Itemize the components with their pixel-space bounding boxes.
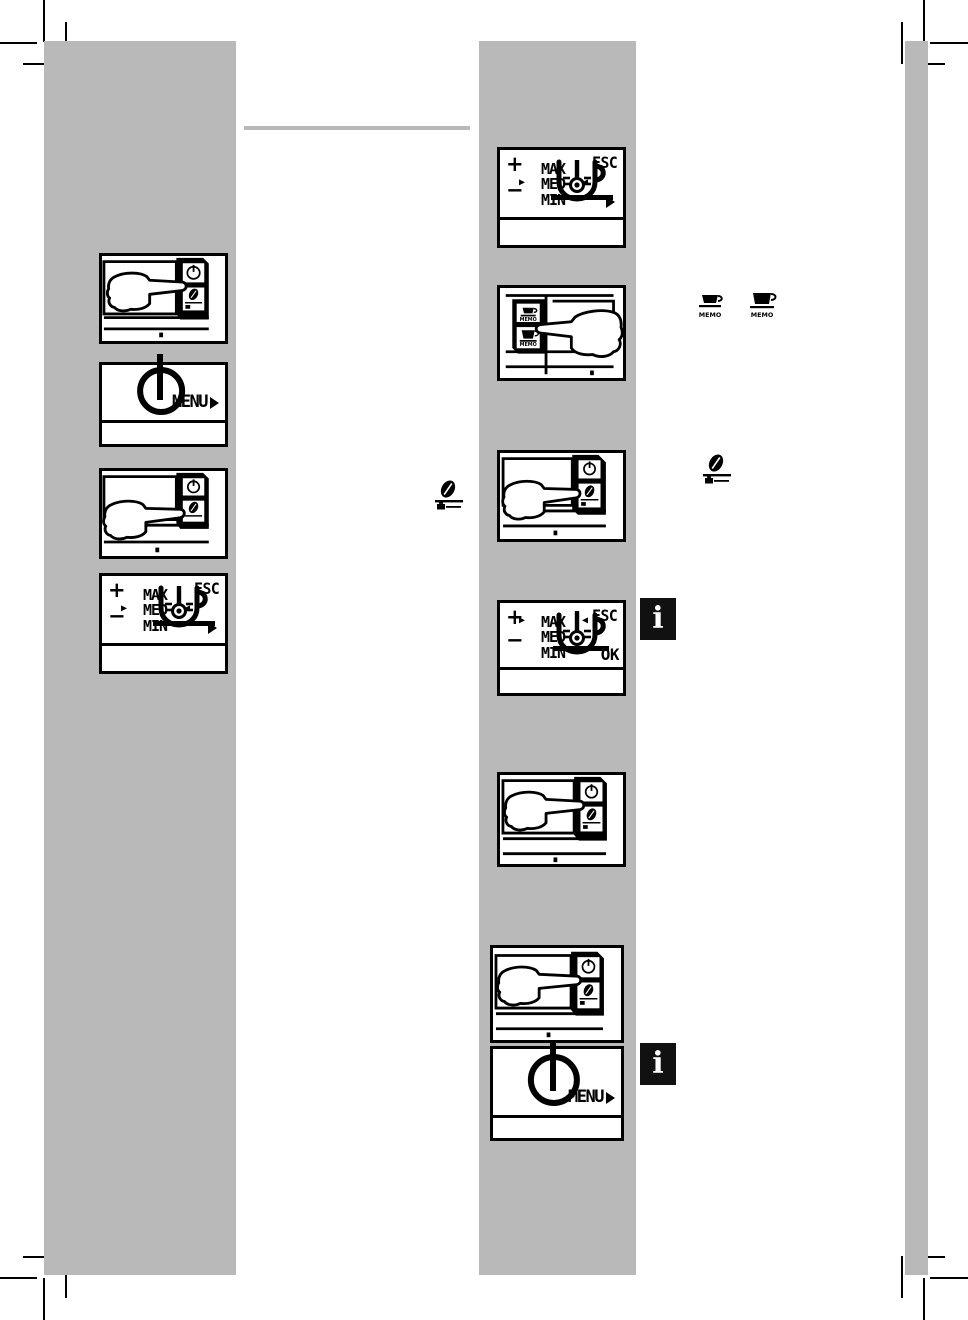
figure-step-3-press-bean <box>99 468 228 559</box>
lcd-screen: + − ESC MAX MED MIN <box>500 603 623 670</box>
figure-step-4-display-temp-med: + − ESC MAX MED MIN <box>99 573 228 674</box>
hand-pointing-icon <box>102 499 186 541</box>
memo-cup-icons-callout: MEMO MEMO <box>692 286 792 320</box>
power-icon <box>186 264 201 280</box>
espresso-cup-memo-icon <box>699 295 723 308</box>
crop-mark <box>930 1277 968 1279</box>
progress-underline <box>553 645 609 651</box>
info-glyph: i <box>652 1046 664 1081</box>
progress-underline <box>153 621 215 627</box>
crop-mark <box>923 1278 925 1320</box>
machine-illustration <box>500 775 623 864</box>
minus-label: − <box>506 627 524 652</box>
info-badge: i <box>640 1043 676 1085</box>
info-glyph: i <box>652 601 664 636</box>
coffee-bean-icon <box>188 501 199 514</box>
lcd-screen: + − ESC MAX MED MIN <box>102 576 225 647</box>
thermometer-in-cup-icon <box>549 611 611 657</box>
crop-mark <box>0 42 37 44</box>
machine-illustration <box>500 453 623 539</box>
memo-label-coffee: MEMO <box>520 342 537 348</box>
power-icon <box>186 479 201 494</box>
menu-soft-key-label: MENU <box>172 392 208 413</box>
crop-mark <box>0 1277 37 1279</box>
coffee-bean-icon <box>708 454 724 472</box>
coffee-bean-icon-callout-left <box>430 478 470 514</box>
plus-label: + <box>506 152 524 176</box>
memo-label-espresso: MEMO <box>520 317 537 323</box>
memo-label: MEMO <box>751 311 774 319</box>
grinder-icon <box>581 502 586 506</box>
crop-mark <box>23 63 60 65</box>
info-badge: i <box>640 598 676 640</box>
hand-pointing-icon <box>105 271 188 313</box>
power-icon-bar <box>550 1041 556 1092</box>
ok-label: OK <box>600 644 620 664</box>
hand-pointing-icon <box>534 309 623 358</box>
power-icon-bar <box>156 353 163 400</box>
coffee-bean-icon <box>583 984 594 997</box>
crop-mark <box>901 1256 903 1298</box>
coffee-bean-icon <box>586 808 597 821</box>
hand-pointing-icon <box>501 479 582 521</box>
plus-label: + <box>108 578 126 602</box>
section-divider-rule <box>244 126 470 130</box>
right-arrow-icon <box>210 397 219 410</box>
crop-mark <box>43 0 45 42</box>
figure-step-10-press-power-exit <box>490 945 624 1043</box>
grinder-icon <box>437 501 445 510</box>
crop-mark <box>23 1256 60 1258</box>
lcd-screen: + − ESC MAX MED MIN <box>500 150 623 221</box>
progress-underline <box>551 195 613 201</box>
power-icon <box>583 461 596 476</box>
right-arrow-icon <box>606 1091 615 1104</box>
espresso-cup-memo-icon <box>520 307 538 317</box>
lcd-screen: MENU <box>102 353 225 424</box>
figure-step-6-press-memo: MEMO MEMO <box>497 285 626 381</box>
figure-step-1-press-power <box>99 253 228 344</box>
coffee-bean-icon <box>188 288 199 301</box>
thermometer-in-cup-icon <box>151 584 213 630</box>
coffee-bean-icon-callout-right <box>698 452 738 488</box>
crop-mark <box>930 42 968 44</box>
crop-mark <box>923 0 925 42</box>
coffee-bean-icon <box>440 480 456 498</box>
coffee-cup-memo-icon <box>750 293 777 309</box>
machine-illustration: MEMO MEMO <box>500 288 623 378</box>
coffee-bean-icon <box>584 485 595 498</box>
figure-step-5-display-temp-med: + − ESC MAX MED MIN <box>497 147 626 248</box>
crop-mark <box>65 1256 67 1298</box>
menu-soft-key-label: MENU <box>568 1086 604 1107</box>
crop-mark <box>901 22 903 64</box>
grinder-icon <box>580 1001 585 1005</box>
machine-illustration <box>102 471 225 556</box>
figure-step-11-display-standby: MENU <box>490 1041 624 1141</box>
outer-edge-strip <box>905 41 928 1275</box>
figure-step-9-press-power <box>497 772 626 867</box>
figure-step-2-display-standby: MENU <box>99 353 228 447</box>
crop-mark <box>43 1278 45 1320</box>
machine-illustration <box>102 256 225 341</box>
hand-pointing-icon <box>503 790 586 832</box>
lcd-screen: MENU <box>493 1041 621 1118</box>
right-arrow-icon <box>208 622 217 635</box>
figure-step-8-display-temp-max: + − ESC MAX MED MIN <box>497 600 626 696</box>
power-icon <box>581 958 596 974</box>
right-arrow-icon <box>606 196 615 209</box>
grinder-icon <box>583 825 588 829</box>
hand-pointing-icon <box>496 965 583 1007</box>
grinder-icon <box>185 305 191 309</box>
machine-illustration <box>493 948 621 1040</box>
power-icon <box>584 784 599 799</box>
figure-step-7-press-bean <box>497 450 626 542</box>
grinder-icon <box>705 475 713 484</box>
memo-label: MEMO <box>699 311 722 319</box>
